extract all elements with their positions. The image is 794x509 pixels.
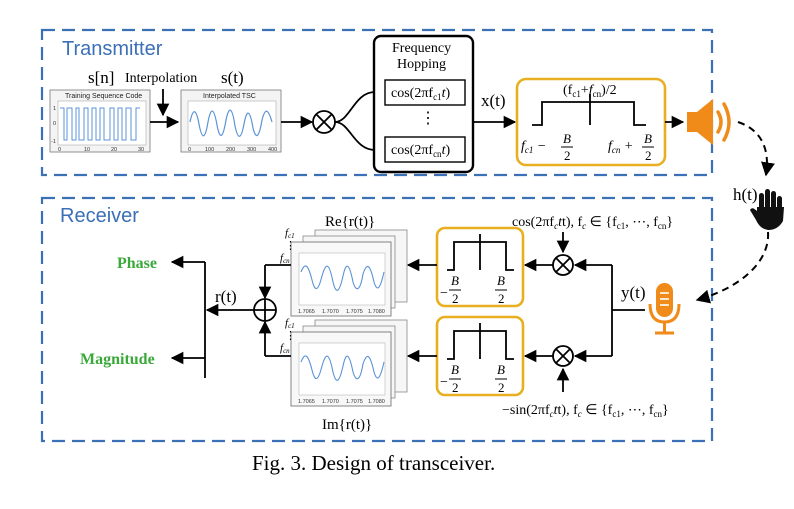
re-tick-1: 1.7065 xyxy=(298,309,315,315)
tsc-xtick-30: 30 xyxy=(138,147,144,153)
im-tick-4: 1.7080 xyxy=(368,399,385,405)
receiver-label: Receiver xyxy=(60,205,139,227)
im-tick-1: 1.7065 xyxy=(298,399,315,405)
transmit-bandpass-box: (fc1+fcn)/2 fc1 − B 2 fcn + B 2 xyxy=(515,77,667,167)
itsc-title: Interpolated TSC xyxy=(203,93,256,100)
summation-node xyxy=(253,298,277,322)
re-dots: ⋮ xyxy=(285,240,296,252)
rt-label: r(t) xyxy=(215,287,237,306)
st-label: s(t) xyxy=(221,68,244,87)
rx-sin-multiplier xyxy=(552,345,574,367)
lower-minus: − xyxy=(440,375,448,390)
itsc-xtick-300: 300 xyxy=(247,147,256,153)
phase-output-label: Phase xyxy=(117,255,157,272)
tsc-title: Training Sequence Code xyxy=(65,93,142,100)
itsc-xtick-400: 400 xyxy=(268,147,277,153)
cos-mixer-label: cos(2πfctt), fc ∈ {fc1, ⋯, fcn} xyxy=(512,215,673,231)
speaker-icon xyxy=(687,99,731,145)
cos-fcn: cos(2πfcnt) xyxy=(391,143,450,159)
lower-lb: B xyxy=(451,362,459,377)
receiver-panel xyxy=(40,196,714,443)
re-tick-4: 1.7080 xyxy=(368,309,385,315)
magnitude-output-label: Magnitude xyxy=(80,351,155,368)
center-freq-label: (fc1+fcn)/2 xyxy=(563,83,617,99)
yt-label: y(t) xyxy=(621,283,646,302)
itsc-xtick-100: 100 xyxy=(205,147,214,153)
low-edge-b: B xyxy=(563,131,571,146)
lower-r2: 2 xyxy=(498,380,505,395)
xt-label: x(t) xyxy=(481,91,506,110)
tsc-xtick-10: 10 xyxy=(84,147,90,153)
re-fc1: fc1 xyxy=(285,227,295,240)
upper-r2: 2 xyxy=(498,291,505,306)
high-edge-label: fcn + xyxy=(608,139,633,155)
lower-l2: 2 xyxy=(452,380,459,395)
re-plot-stack: 1.7065 1.7070 1.7075 1.7080 xyxy=(290,229,408,317)
training-sequence-plot: Training Sequence Code 1 0 -1 0 10 20 30 xyxy=(49,89,151,153)
re-label: Re{r(t)} xyxy=(325,214,375,230)
im-label: Im{r(t)} xyxy=(322,417,372,433)
im-fc1: fc1 xyxy=(285,317,295,330)
im-tick-3: 1.7075 xyxy=(346,399,363,405)
rx-upper-lowpass-box: − B 2 B 2 xyxy=(435,226,525,308)
transmitter-label: Transmitter xyxy=(62,38,163,60)
re-tick-2: 1.7070 xyxy=(322,309,339,315)
hand-icon xyxy=(750,189,784,230)
im-plot-stack: 1.7065 1.7070 1.7075 1.7080 xyxy=(290,319,408,407)
upper-l2: 2 xyxy=(452,291,459,306)
im-fcn: fcn xyxy=(280,342,290,355)
interpolation-label: Interpolation xyxy=(125,71,197,86)
upper-minus: − xyxy=(440,286,448,301)
im-tick-2: 1.7070 xyxy=(322,399,339,405)
low-edge-label: fc1 − xyxy=(521,139,546,155)
ht-label: h(t) xyxy=(733,185,758,204)
interpolated-tsc-plot: Interpolated TSC 0 100 200 300 400 xyxy=(180,89,282,153)
figure-caption: Fig. 3. Design of transceiver. xyxy=(252,451,495,475)
high-edge-2: 2 xyxy=(645,148,652,163)
upper-rb: B xyxy=(497,273,505,288)
tx-multiplier xyxy=(312,110,336,134)
sn-label: s[n] xyxy=(88,68,114,87)
hopping-title-1: Frequency xyxy=(392,41,451,56)
tsc-ytick-neg1: -1 xyxy=(51,139,56,145)
itsc-xtick-0: 0 xyxy=(188,147,191,153)
upper-lb: B xyxy=(451,273,459,288)
itsc-xtick-200: 200 xyxy=(226,147,235,153)
rx-lower-lowpass-box: − B 2 B 2 xyxy=(435,315,525,397)
high-edge-b: B xyxy=(644,131,652,146)
re-tick-3: 1.7075 xyxy=(346,309,363,315)
tsc-ytick-1: 1 xyxy=(53,106,56,112)
rx-cos-multiplier xyxy=(552,254,574,276)
tsc-ytick-0: 0 xyxy=(53,121,56,127)
im-dots: ⋮ xyxy=(285,330,296,342)
cos-fc1: cos(2πfc1t) xyxy=(391,86,450,102)
lower-rb: B xyxy=(497,362,505,377)
frequency-hopping-box: Frequency Hopping cos(2πfc1t) ⋮ cos(2πfc… xyxy=(372,34,475,174)
hopping-dots: ⋮ xyxy=(420,110,436,127)
tsc-xtick-20: 20 xyxy=(111,147,117,153)
tsc-xtick-0: 0 xyxy=(58,147,61,153)
re-fcn: fcn xyxy=(280,252,290,265)
microphone-icon xyxy=(648,283,681,335)
low-edge-2: 2 xyxy=(564,148,571,163)
sin-mixer-label: −sin(2πfctt), fc ∈ {fc1, ⋯, fcn} xyxy=(502,403,669,419)
hopping-title-2: Hopping xyxy=(397,57,446,72)
